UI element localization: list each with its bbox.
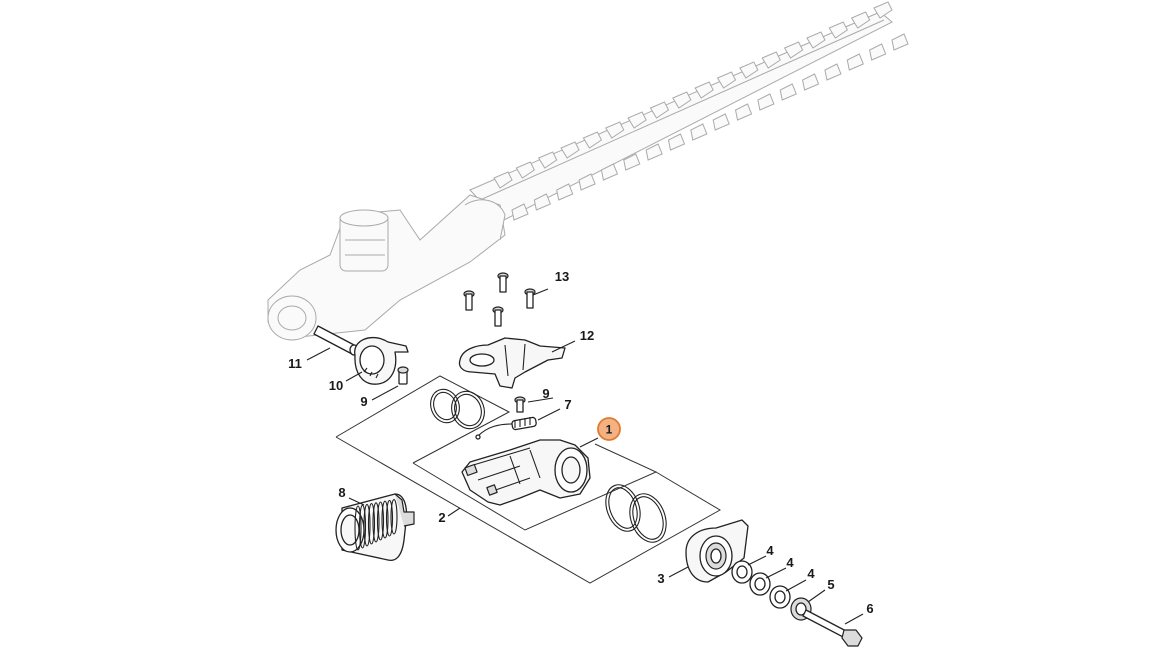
snap-rings-upper bbox=[430, 388, 485, 430]
callout-4b[interactable]: 4 bbox=[786, 555, 794, 570]
callout-12[interactable]: 12 bbox=[580, 328, 594, 343]
callout-9a[interactable]: 9 bbox=[360, 394, 367, 409]
part-7-wire bbox=[475, 416, 537, 440]
leader-lines bbox=[306, 288, 864, 625]
part-10-clamp bbox=[354, 337, 409, 385]
callout-3[interactable]: 3 bbox=[657, 571, 664, 586]
callout-7[interactable]: 7 bbox=[564, 397, 571, 412]
part-4-washer-3 bbox=[769, 585, 791, 609]
part-8-grip bbox=[335, 493, 415, 562]
snap-rings-lower bbox=[605, 484, 667, 543]
part-3-bearing-housing bbox=[685, 519, 749, 583]
callout-5[interactable]: 5 bbox=[827, 577, 834, 592]
callout-9b[interactable]: 9 bbox=[542, 386, 549, 401]
callout-4c[interactable]: 4 bbox=[807, 566, 815, 581]
cutter-blade bbox=[469, 1, 909, 223]
callout-13[interactable]: 13 bbox=[555, 269, 569, 284]
part-12-cover bbox=[458, 337, 566, 389]
callout-1[interactable]: 1 bbox=[606, 423, 613, 437]
part-6-bolt bbox=[802, 609, 863, 647]
part-4-washer-1 bbox=[731, 560, 753, 584]
callout-2[interactable]: 2 bbox=[438, 510, 445, 525]
callout-6[interactable]: 6 bbox=[866, 601, 873, 616]
part-9-screw-left bbox=[397, 366, 409, 385]
callout-8[interactable]: 8 bbox=[338, 485, 345, 500]
callout-1-highlight[interactable]: 1 bbox=[597, 417, 621, 441]
part-4-washer-2 bbox=[749, 572, 771, 596]
callout-4a[interactable]: 4 bbox=[766, 543, 774, 558]
part-1-housing bbox=[461, 439, 591, 506]
part-13-screws bbox=[463, 272, 536, 327]
part-9-screw-right bbox=[514, 396, 526, 413]
callout-10[interactable]: 10 bbox=[329, 378, 343, 393]
gear-housing bbox=[267, 194, 506, 341]
callout-11[interactable]: 11 bbox=[288, 356, 302, 371]
